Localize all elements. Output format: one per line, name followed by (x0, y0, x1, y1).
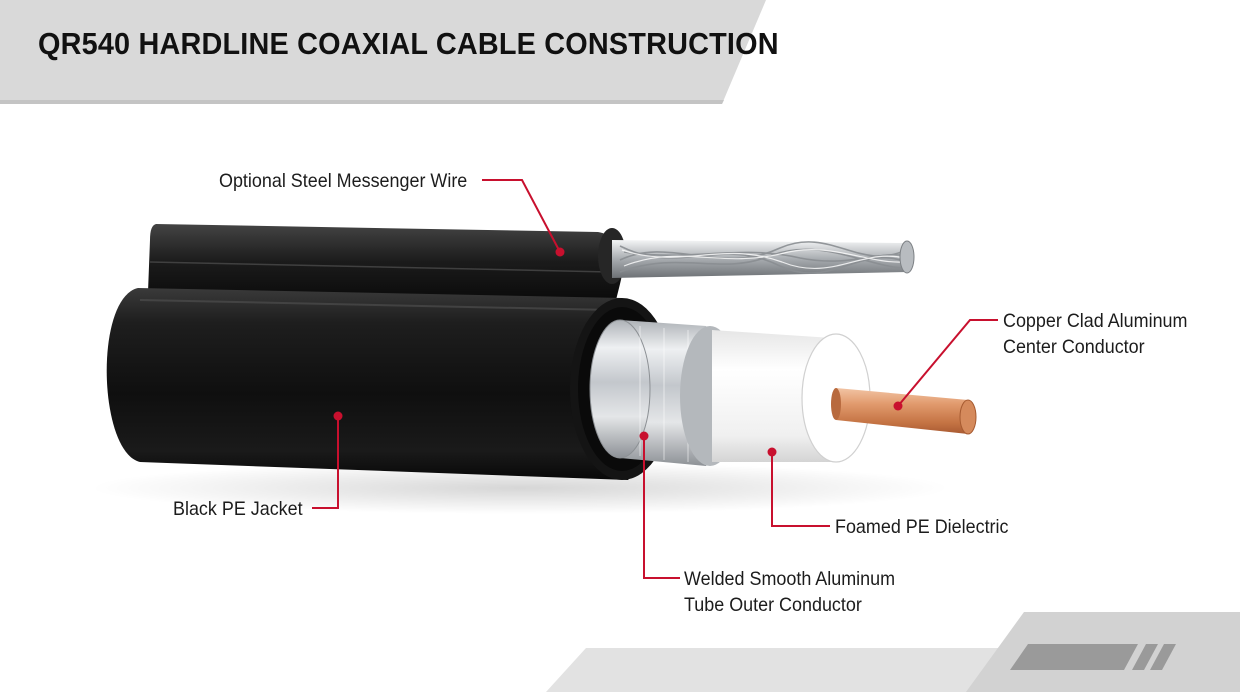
leader-center (897, 319, 998, 407)
label-messenger-text: Optional Steel Messenger Wire (219, 170, 468, 192)
label-jacket-text: Black PE Jacket (173, 498, 303, 520)
cable-shadow (90, 462, 950, 514)
foamed-pe-dielectric (712, 330, 871, 463)
label-messenger-wire: Optional Steel Messenger Wire (219, 168, 467, 194)
leader-jacket (312, 416, 339, 509)
corner-decoration (546, 612, 1240, 692)
dot-center (893, 401, 903, 411)
dot-dielectric (767, 447, 777, 457)
leader-dots (333, 247, 903, 457)
label-dielectric-text: Foamed PE Dielectric (835, 516, 1009, 538)
label-outer-line1: Welded Smooth Aluminum (684, 568, 896, 590)
label-center-line1: Copper Clad Aluminum (1003, 310, 1188, 332)
label-outer-conductor: Welded Smooth Aluminum Tube Outer Conduc… (684, 566, 895, 618)
page-title: QR540 HARDLINE COAXIAL CABLE CONSTRUCTIO… (38, 26, 779, 61)
label-black-pe-jacket: Black PE Jacket (173, 496, 303, 522)
label-outer-line2: Tube Outer Conductor (684, 594, 862, 616)
leader-outer (643, 436, 680, 579)
dot-outer (639, 431, 649, 441)
messenger-jacket (148, 224, 626, 300)
dot-messenger (555, 247, 565, 257)
leader-dielectric (771, 452, 830, 527)
steel-messenger-wire (612, 240, 915, 278)
label-center-line2: Center Conductor (1003, 336, 1145, 358)
center-conductor (831, 388, 977, 435)
title-banner (0, 0, 766, 104)
label-center-conductor: Copper Clad Aluminum Center Conductor (1003, 308, 1187, 360)
leader-lines (312, 179, 998, 579)
black-pe-jacket (106, 288, 674, 480)
label-foamed-pe-dielectric: Foamed PE Dielectric (835, 514, 1008, 540)
dot-jacket (333, 411, 343, 421)
leader-messenger (482, 179, 561, 253)
